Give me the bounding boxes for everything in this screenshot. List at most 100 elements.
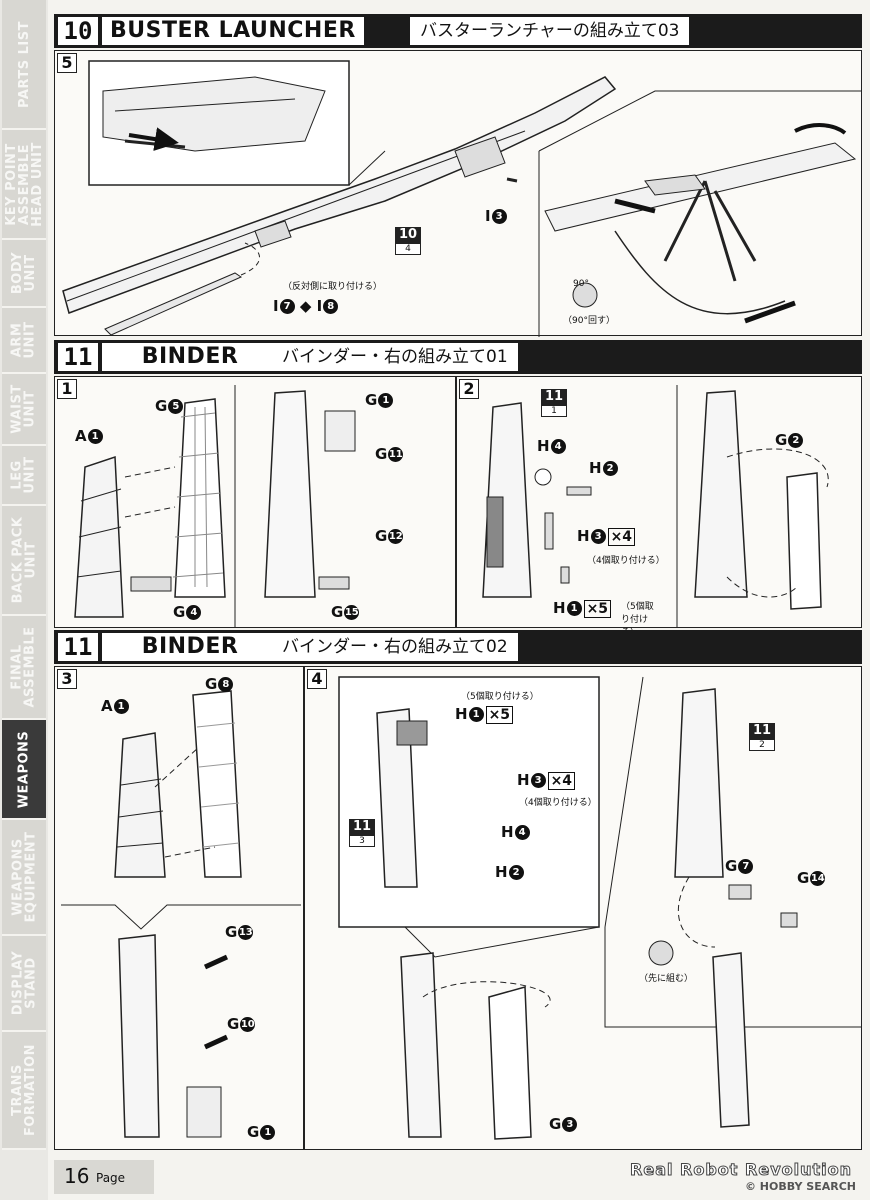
step-number: 4	[307, 669, 327, 689]
tab-display-stand[interactable]: DISPLAY STAND	[2, 936, 46, 1032]
page-number: 16	[64, 1164, 90, 1188]
tab-leg-unit[interactable]: LEG UNIT	[2, 446, 46, 506]
tab-label: TRANS FORMATION	[10, 1043, 39, 1137]
watermark-credit: © HOBBY SEARCH	[744, 1180, 856, 1193]
section-number: 11	[58, 633, 98, 661]
tab-parts-list[interactable]: PARTS LIST	[2, 0, 46, 130]
binder-step4-illustration	[338, 676, 861, 1140]
ref-top: 11	[349, 819, 375, 835]
section-subtitle: バインダー・右の組み立て01	[272, 343, 518, 371]
step-number: 5	[57, 53, 77, 73]
ref-bottom: 2	[749, 739, 775, 751]
binder-step1-illustration	[74, 385, 356, 627]
page-word: Page	[96, 1171, 126, 1185]
page-number-box: 16 Page	[54, 1160, 154, 1194]
step-number: 1	[57, 379, 77, 399]
brand-title: Real Robot Revolution	[630, 1160, 852, 1180]
reference-tag-3: 11 3	[349, 819, 375, 847]
step-number: 3	[57, 669, 77, 689]
section-header-buster-launcher: 10 BUSTER LAUNCHER バスターランチャーの組み立て03	[54, 14, 862, 48]
section-title: BUSTER LAUNCHER	[102, 17, 364, 45]
tab-label: BODY UNIT	[10, 251, 38, 295]
tab-weapons-equipment[interactable]: WEAPONS EQUIPMENT	[2, 820, 46, 936]
ref-top: 10	[395, 227, 421, 243]
tab-key-point[interactable]: KEY POINT ASSEMBLE HEAD UNIT	[2, 130, 46, 240]
ref-bottom: 4	[395, 243, 421, 255]
sidebar-tabs: PARTS LIST KEY POINT ASSEMBLE HEAD UNIT …	[0, 0, 48, 1200]
tab-final-assemble[interactable]: FINAL ASSEMBLE	[2, 616, 46, 720]
binder-step3-illustration	[61, 690, 301, 1138]
binder-step2-illustration	[482, 385, 829, 627]
step-number: 2	[459, 379, 479, 399]
ref-top: 11	[541, 389, 567, 405]
tab-body-unit[interactable]: BODY UNIT	[2, 240, 46, 308]
tab-waist-unit[interactable]: WAIST UNIT	[2, 374, 46, 446]
tab-label: FINAL ASSEMBLE	[10, 626, 38, 708]
ref-bottom: 3	[349, 835, 375, 847]
rotate-degree: 90°	[573, 279, 589, 289]
tab-label: KEY POINT ASSEMBLE HEAD UNIT	[3, 141, 45, 227]
tab-label: ARM UNIT	[9, 321, 38, 359]
section-header-binder-02: 11 BINDER バインダー・右の組み立て02	[54, 630, 862, 664]
note-h3: （4個取り付ける）	[587, 556, 665, 566]
reference-tag-2: 11 2	[749, 723, 775, 751]
note-first: （先に組む）	[639, 974, 694, 984]
reference-tag: 10 4	[395, 227, 421, 255]
tab-weapons[interactable]: WEAPONS	[2, 720, 46, 820]
tab-label: LEG UNIT	[9, 456, 38, 494]
reference-tag: 11 1	[541, 389, 567, 417]
tab-label: WEAPONS EQUIPMENT	[10, 831, 39, 923]
note-h3: （4個取り付ける）	[519, 798, 597, 808]
tab-label: WAIST UNIT	[10, 384, 39, 434]
rotate-note: （90°回す）	[563, 316, 615, 326]
tab-label: WEAPONS	[16, 730, 32, 808]
section-header-binder-01: 11 BINDER バインダー・右の組み立て01	[54, 340, 862, 374]
buster-launcher-illustration	[62, 60, 861, 337]
section-subtitle: バスターランチャーの組み立て03	[410, 17, 690, 45]
opposite-side-note: （反対側に取り付ける）	[283, 282, 383, 292]
section-title: BINDER	[102, 343, 278, 371]
tab-transformation[interactable]: TRANS FORMATION	[2, 1032, 46, 1150]
note-h1: （5個取り付ける）	[461, 692, 539, 702]
section-number: 10	[58, 17, 98, 45]
section-subtitle: バインダー・右の組み立て02	[272, 633, 518, 661]
ref-bottom: 1	[541, 405, 567, 417]
tab-arm-unit[interactable]: ARM UNIT	[2, 308, 46, 374]
tab-label: DISPLAY STAND	[10, 950, 39, 1016]
section-title: BINDER	[102, 633, 278, 661]
tab-back-pack-unit[interactable]: BACK PACK UNIT	[2, 506, 46, 616]
section-number: 11	[58, 343, 98, 371]
step-panel-5: 5	[54, 50, 862, 337]
tab-label: PARTS LIST	[16, 20, 32, 108]
tab-label: BACK PACK UNIT	[10, 516, 38, 604]
